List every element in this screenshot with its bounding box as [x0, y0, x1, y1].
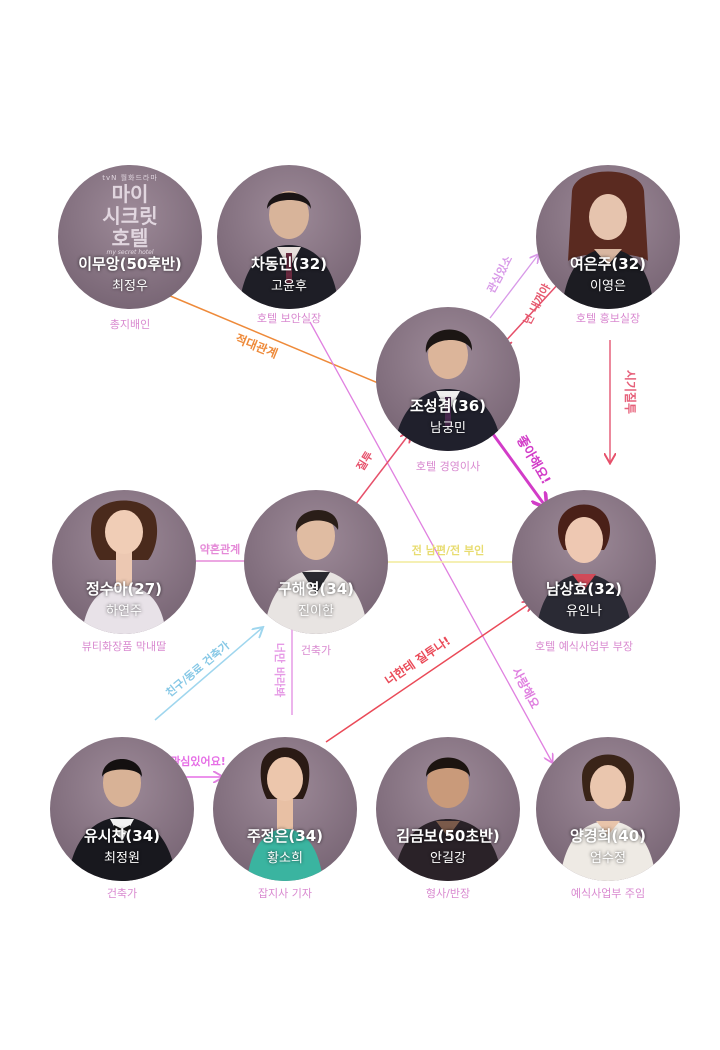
- character-jo-seonggyeom: 조성겸(36) 남궁민: [376, 307, 520, 451]
- edge-label-yeo-nam: 시기질투: [623, 370, 638, 414]
- portrait-photo-icon: [264, 509, 368, 634]
- portrait-circle: [376, 737, 520, 881]
- character-role: 호텔 경영이사: [415, 460, 481, 473]
- actor-name: 안길강: [430, 851, 466, 866]
- portrait-photo-icon: [394, 757, 502, 881]
- edge-jo-yeo: [489, 255, 538, 319]
- actor-name: 고윤후: [271, 279, 307, 294]
- logo-channel: tvN 월화드라마: [102, 174, 158, 182]
- character-name: 양경희(40): [570, 827, 646, 845]
- actor-name: 남궁민: [430, 421, 466, 436]
- edge-cha-yang: [309, 321, 552, 762]
- actor-name: 하연주: [106, 604, 142, 619]
- character-role: 호텔 홍보실장: [575, 312, 641, 325]
- portrait-photo-icon: [247, 747, 323, 881]
- portrait-circle: [536, 165, 680, 309]
- character-role: 건축가: [300, 644, 332, 657]
- character-name: 주정은(34): [247, 827, 323, 845]
- character-role: 잡지사 기자: [257, 887, 313, 900]
- portrait-circle: [512, 490, 656, 634]
- portrait-photo-icon: [536, 504, 632, 634]
- edge-label-lee-jo: 적대관계: [233, 331, 280, 361]
- character-name: 여은주(32): [570, 255, 646, 273]
- edge-label-ju-gu: 너만 바라봐: [273, 643, 287, 697]
- character-name: 구해영(34): [278, 580, 354, 598]
- character-role: 총지배인: [109, 318, 151, 331]
- portrait-circle: [52, 490, 196, 634]
- character-nam-sanghyo: 남상효(32) 유인나: [512, 490, 656, 634]
- character-yang-gyeonghui: 양경희(40) 엄수정: [536, 737, 680, 881]
- character-role: 예식사업부 주임: [570, 887, 646, 900]
- character-cha-dongmin: 차동민(32) 고윤후: [217, 165, 361, 309]
- actor-name: 엄수정: [590, 851, 626, 866]
- character-jeong-sua: 정수아(27) 하연주: [52, 490, 196, 634]
- portrait-photo-icon: [560, 754, 656, 881]
- portrait-photo-icon: [239, 191, 339, 309]
- edge-label-jo-yeo: 관심있소: [484, 253, 515, 295]
- portrait-circle: [536, 737, 680, 881]
- character-ju-jeongeun: 주정은(34) 황소희: [213, 737, 357, 881]
- character-name: 조성겸(36): [410, 397, 486, 415]
- edge-ju-nam: [325, 602, 532, 743]
- actor-name: 최정우: [112, 279, 148, 294]
- portrait-circle: [217, 165, 361, 309]
- character-yeo-eunju: 여은주(32) 이영은: [536, 165, 680, 309]
- character-role: 호텔 보안실장: [256, 312, 322, 325]
- logo-subtitle: my secret hotel: [106, 249, 154, 256]
- portrait-photo-icon: [82, 500, 166, 634]
- portrait-photo-icon: [68, 759, 176, 881]
- drama-logo: tvN 월화드라마 마이 시크릿 호텔 my secret hotel: [58, 173, 202, 256]
- character-lee-muang: tvN 월화드라마 마이 시크릿 호텔 my secret hotel 이무앙(…: [58, 165, 202, 309]
- actor-name: 최정원: [104, 851, 140, 866]
- character-name: 남상효(32): [546, 580, 622, 598]
- portrait-circle: [376, 307, 520, 451]
- character-name: 정수아(27): [86, 580, 162, 598]
- character-name: 이무앙(50후반): [78, 255, 182, 273]
- edge-lee-jo: [168, 295, 390, 388]
- edge-label-gu-nam: 전 남편/전 부인: [412, 543, 484, 557]
- edge-label-cha-yang: 사랑해요: [509, 665, 543, 711]
- character-name: 김금보(50초반): [396, 827, 500, 845]
- portrait-circle: [244, 490, 388, 634]
- portrait-photo-icon: [394, 329, 502, 451]
- actor-name: 진이한: [298, 604, 334, 619]
- portrait-circle: [213, 737, 357, 881]
- edge-yeo-jo: [502, 281, 561, 345]
- character-yu-sichan: 유시찬(34) 최정원: [50, 737, 194, 881]
- character-role: 형사/반장: [425, 887, 471, 900]
- character-kim-geumbo: 김금보(50초반) 안길강: [376, 737, 520, 881]
- logo-line-1: 마이: [111, 182, 149, 206]
- logo-line-3: 호텔: [111, 226, 149, 250]
- character-role: 건축가: [106, 887, 138, 900]
- character-gu-haeyeong: 구해영(34) 진이한: [244, 490, 388, 634]
- character-role: 호텔 예식사업부 부장: [534, 640, 634, 653]
- portrait-photo-icon: [562, 171, 654, 309]
- portrait-circle: [50, 737, 194, 881]
- character-name: 차동민(32): [251, 255, 327, 273]
- actor-name: 황소희: [267, 851, 303, 866]
- edge-yu-gu: [154, 628, 262, 721]
- actor-name: 이영은: [590, 279, 626, 294]
- character-role: 뷰티화장품 막내딸: [81, 640, 167, 653]
- character-name: 유시찬(34): [84, 827, 160, 845]
- edge-label-jeong-gu: 약혼관계: [200, 542, 240, 556]
- portrait-circle: tvN 월화드라마 마이 시크릿 호텔 my secret hotel: [58, 165, 202, 309]
- actor-name: 유인나: [566, 604, 602, 619]
- logo-line-2: 시크릿: [102, 204, 158, 228]
- edge-label-yu-ju: 관심있어요!: [170, 754, 226, 768]
